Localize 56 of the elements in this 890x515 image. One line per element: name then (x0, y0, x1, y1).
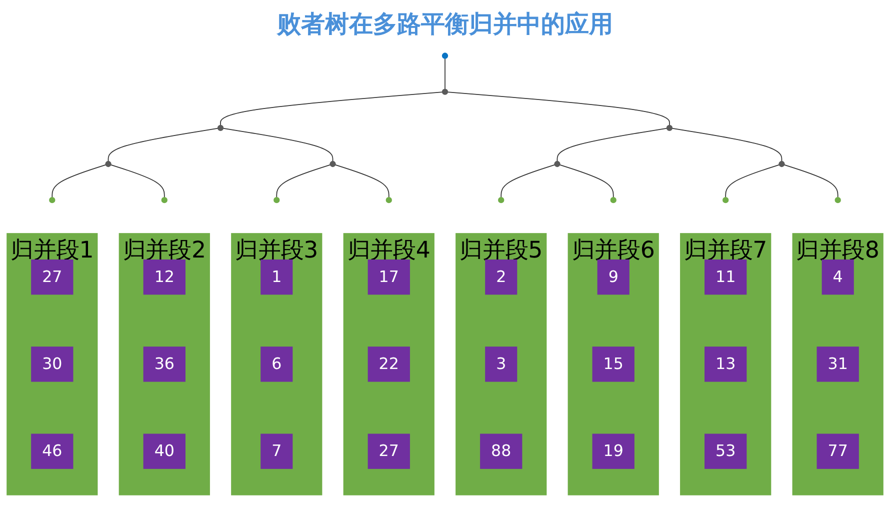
connector (222, 128, 334, 162)
connector (559, 164, 614, 198)
node-box: 19 (592, 434, 634, 469)
node-box: 1 (260, 259, 293, 295)
node-box: 27 (31, 259, 74, 295)
node-box: 27 (368, 434, 410, 469)
connector (276, 164, 331, 198)
node-box: 11 (704, 259, 747, 295)
node-circle (610, 197, 616, 204)
node-box: 36 (143, 346, 186, 382)
node-circle (442, 88, 448, 95)
connector (108, 128, 218, 162)
connector (444, 58, 446, 90)
node-circle (161, 197, 168, 204)
node-box: 15 (592, 346, 634, 382)
connector (556, 128, 668, 162)
node-box: 7 (260, 434, 293, 469)
connector (500, 164, 556, 198)
node-circle (49, 197, 56, 204)
connector (672, 128, 782, 162)
node-circle (778, 160, 785, 168)
node-box: 13 (704, 346, 747, 382)
node-circle (554, 160, 560, 168)
connector (220, 92, 443, 126)
node-box: 22 (368, 346, 410, 382)
node-box: 9 (597, 259, 630, 295)
node-circle (498, 197, 504, 204)
node-box: 4 (822, 259, 854, 295)
node-circle (105, 160, 112, 168)
node-circle (386, 197, 392, 204)
node-box: 12 (143, 259, 186, 295)
node-circle (274, 197, 280, 204)
node-box: 46 (31, 434, 74, 469)
node-circle (217, 124, 224, 131)
node-box: 17 (368, 259, 410, 295)
node-circle (834, 197, 841, 204)
node-box: 30 (31, 346, 74, 382)
node-box: 31 (816, 346, 859, 382)
node-box: 6 (260, 346, 293, 382)
node-circle (330, 160, 336, 168)
node-box: 88 (480, 434, 522, 469)
connector (447, 92, 670, 126)
connector (110, 164, 165, 198)
node-box: 53 (704, 434, 747, 469)
connector (52, 164, 106, 198)
connector (784, 164, 838, 198)
connector (334, 164, 390, 198)
diagram-title: 败者树在多路平衡归并中的应用 (276, 9, 614, 40)
node-box: 2 (485, 259, 518, 295)
node-circle (722, 197, 729, 204)
node-box: 40 (143, 434, 186, 469)
node-box: 3 (485, 346, 518, 382)
node-circle (666, 124, 673, 131)
connector (725, 164, 780, 198)
node-box: 77 (816, 434, 859, 469)
node-circle (442, 52, 448, 59)
